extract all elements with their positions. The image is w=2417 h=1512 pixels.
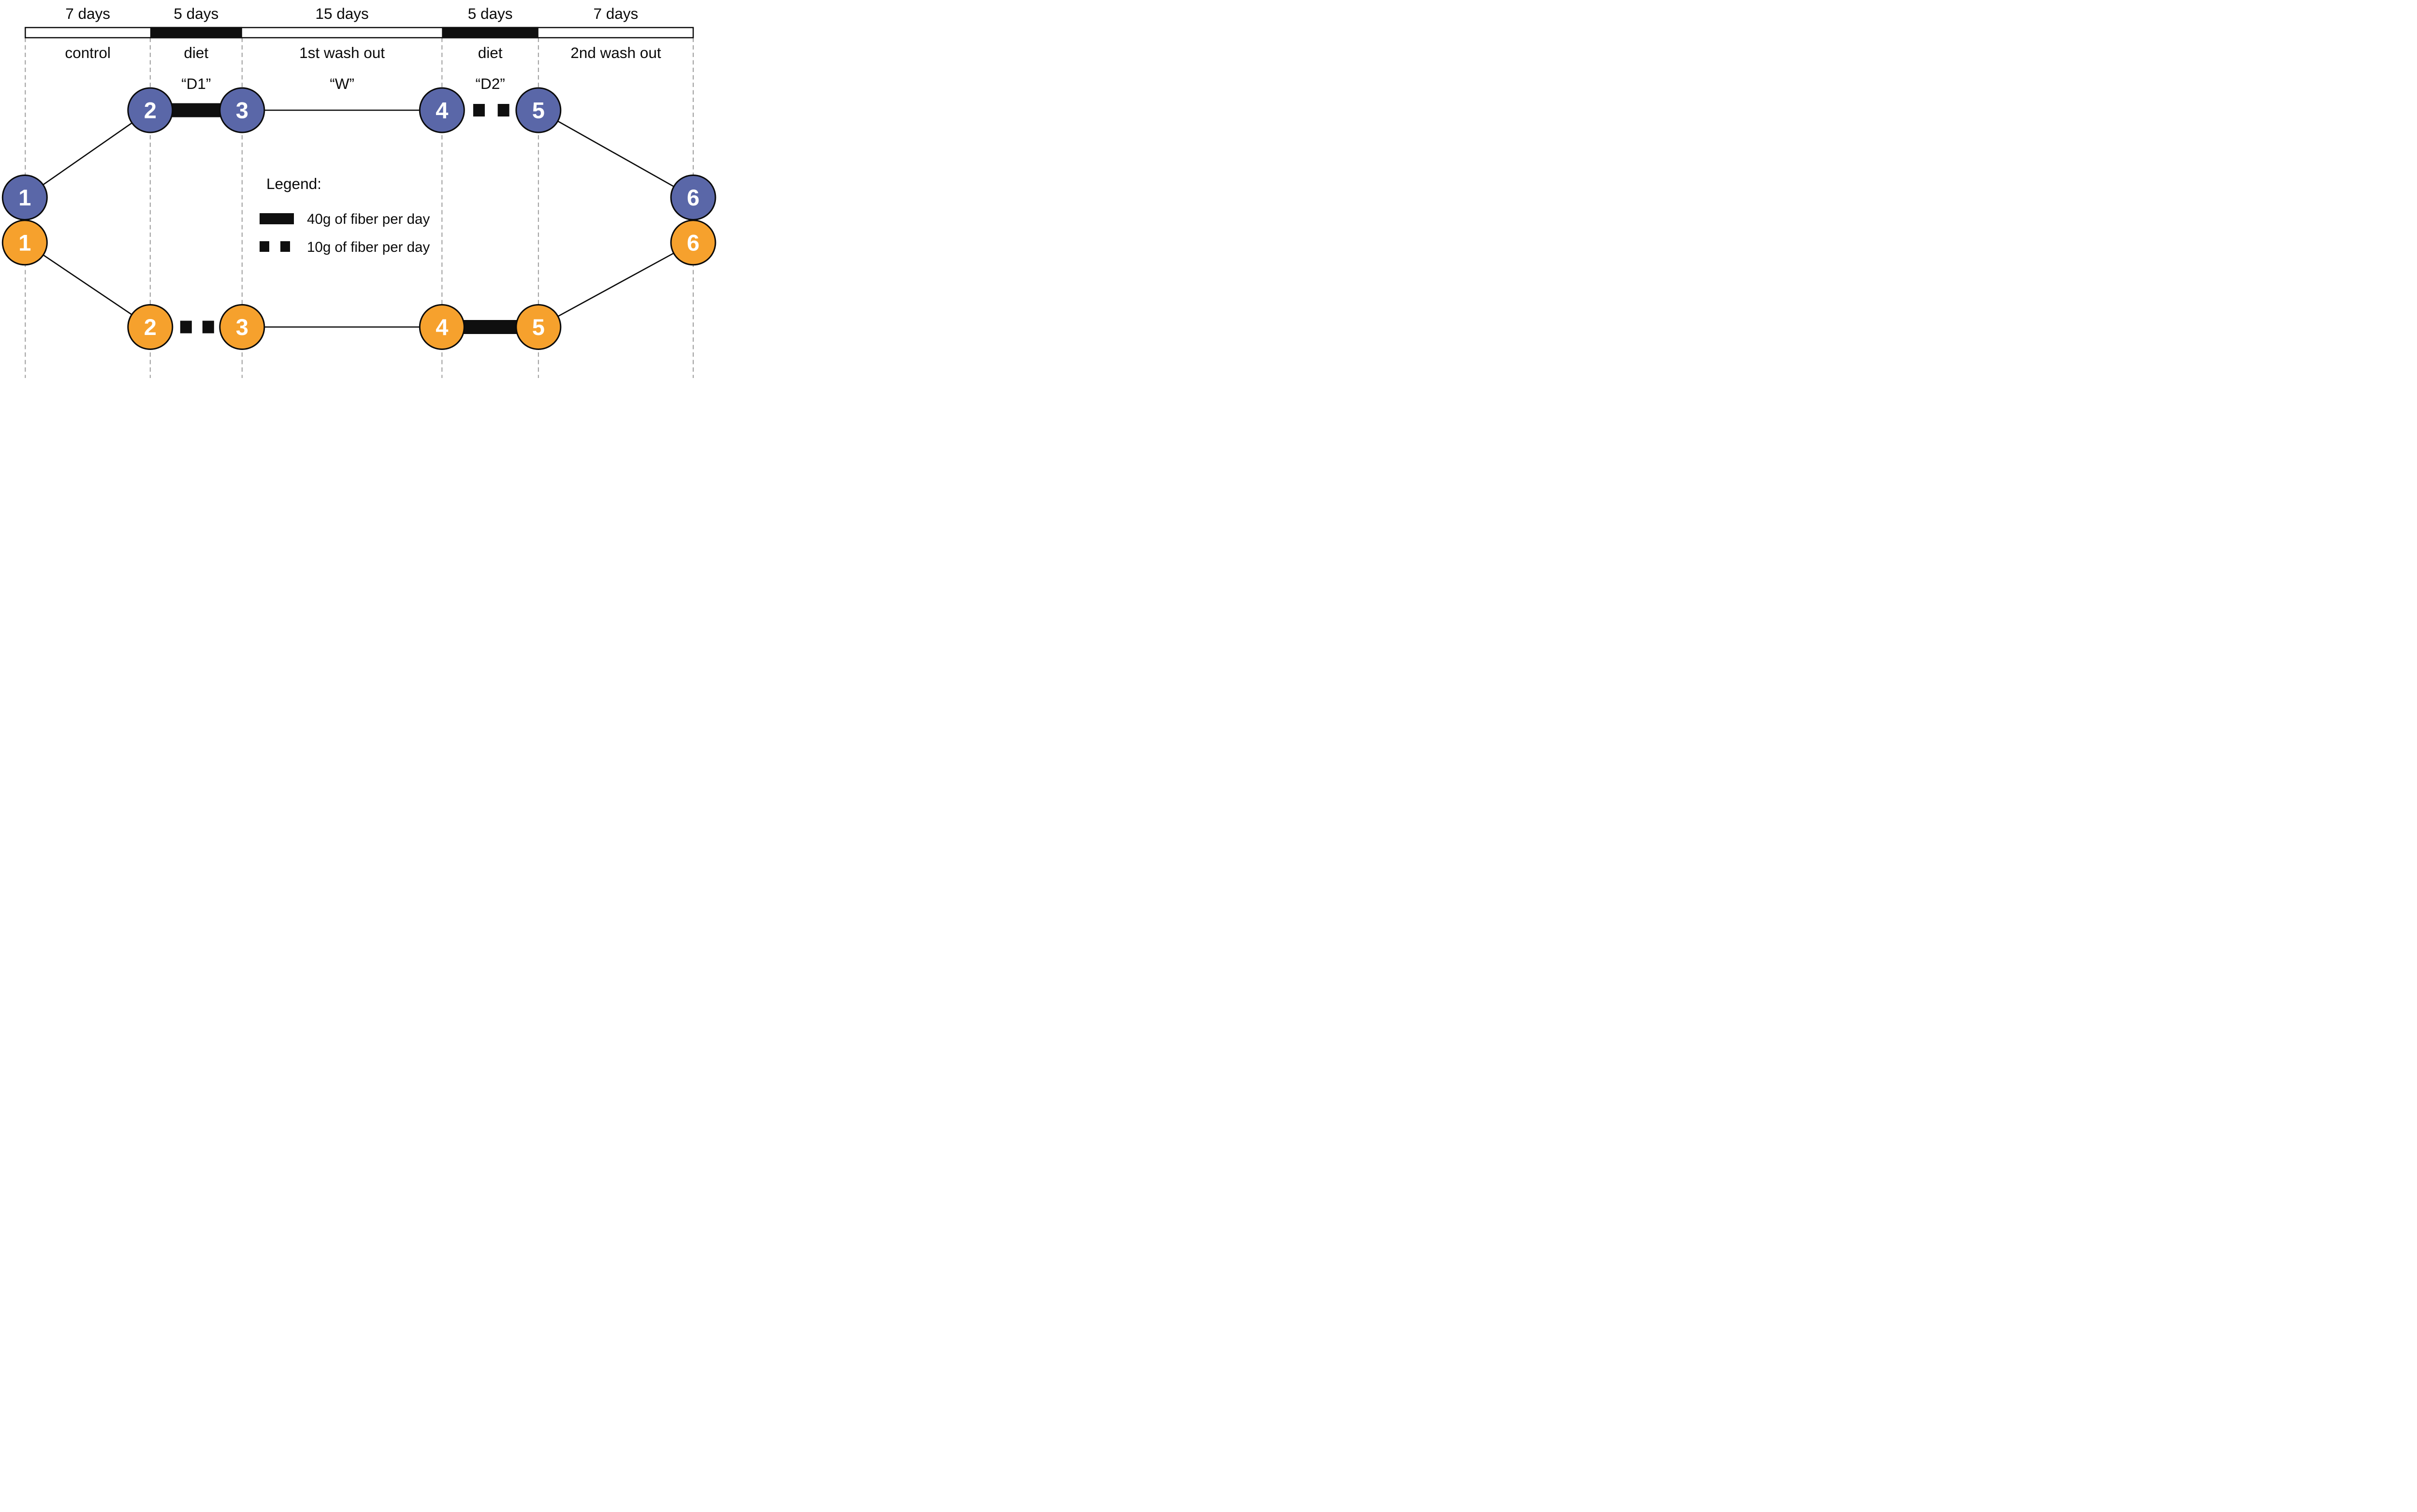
node-circle — [419, 304, 465, 350]
legend-item-label: 40g of fiber per day — [307, 211, 430, 227]
node-number: 6 — [687, 185, 699, 210]
connector-10g-square-blue-b — [497, 104, 510, 116]
node-blue-2: 2 — [127, 87, 174, 133]
connector-orange-1-2 — [24, 242, 151, 328]
dashed-squares-swatch — [280, 241, 290, 252]
phase-codes: “D1” “W” “D2” — [181, 75, 505, 92]
phase-name-label: 1st wash out — [299, 44, 385, 61]
phase-names: control diet 1st wash out diet 2nd wash … — [65, 44, 661, 61]
node-circle — [127, 87, 174, 133]
node-circle — [670, 219, 716, 266]
node-orange-5: 5 — [515, 304, 562, 350]
node-number: 4 — [436, 314, 448, 340]
legend-title: Legend: — [266, 175, 321, 192]
phase-name-label: 2nd wash out — [570, 44, 661, 61]
node-number: 6 — [687, 230, 699, 255]
diet2-black-segment — [442, 27, 539, 39]
connector-10g-square-orange-b — [202, 320, 214, 334]
phase-code-label: “D1” — [181, 75, 211, 92]
crossover-study-diagram: 7 days 5 days 15 days 5 days 7 days cont… — [0, 0, 720, 378]
node-number: 2 — [144, 314, 157, 340]
node-blue-4: 4 — [419, 87, 465, 133]
node-orange-2: 2 — [127, 304, 174, 350]
node-number: 1 — [18, 185, 31, 210]
phase-durations: 7 days 5 days 15 days 5 days 7 days — [65, 5, 638, 22]
node-circle — [219, 87, 265, 133]
node-number: 3 — [236, 98, 248, 123]
duration-label: 7 days — [65, 5, 110, 22]
orange-arm: 1 2 3 4 5 6 — [1, 219, 716, 350]
legend-item-label: 10g of fiber per day — [307, 239, 430, 255]
connector-blue-5-6 — [538, 109, 694, 198]
node-orange-3: 3 — [219, 304, 265, 350]
duration-label: 7 days — [593, 5, 638, 22]
phase-name-label: diet — [478, 44, 503, 61]
connector-10g-square-blue-a — [473, 104, 485, 116]
thin-connectors — [24, 109, 694, 328]
node-number: 2 — [144, 98, 157, 123]
duration-label: 15 days — [315, 5, 368, 22]
node-circle — [515, 87, 562, 133]
node-circle — [127, 304, 174, 350]
phase-name-label: diet — [184, 44, 208, 61]
node-orange-1: 1 — [1, 219, 48, 266]
node-blue-3: 3 — [219, 87, 265, 133]
phase-code-label: “W” — [330, 75, 354, 92]
node-number: 5 — [532, 314, 545, 340]
dashed-squares-swatch — [260, 241, 269, 252]
node-blue-5: 5 — [515, 87, 562, 133]
blue-arm: 1 2 3 4 5 6 — [1, 87, 716, 220]
node-circle — [1, 219, 48, 266]
connector-orange-5-6 — [538, 242, 694, 328]
legend: Legend: 40g of fiber per day 10g of fibe… — [260, 175, 430, 255]
timeline-bar-frame — [25, 27, 694, 39]
diet1-black-segment — [150, 27, 242, 39]
node-number: 4 — [436, 98, 448, 123]
diagram-canvas: 7 days 5 days 15 days 5 days 7 days cont… — [1, 5, 716, 378]
dashed-connectors-10g — [180, 104, 510, 334]
phase-name-label: control — [65, 44, 111, 61]
node-blue-6: 6 — [670, 174, 716, 220]
node-number: 1 — [18, 230, 31, 255]
node-blue-1: 1 — [1, 174, 48, 220]
node-circle — [219, 304, 265, 350]
duration-label: 5 days — [174, 5, 218, 22]
node-circle — [419, 87, 465, 133]
node-number: 5 — [532, 98, 545, 123]
phase-code-label: “D2” — [475, 75, 505, 92]
connector-blue-1-2 — [24, 109, 151, 198]
node-number: 3 — [236, 314, 248, 340]
timeline-bar — [25, 27, 694, 39]
duration-label: 5 days — [468, 5, 513, 22]
node-orange-4: 4 — [419, 304, 465, 350]
node-orange-6: 6 — [670, 219, 716, 266]
node-circle — [515, 304, 562, 350]
connector-10g-square-orange-a — [180, 320, 192, 334]
solid-bar-swatch — [260, 213, 294, 224]
